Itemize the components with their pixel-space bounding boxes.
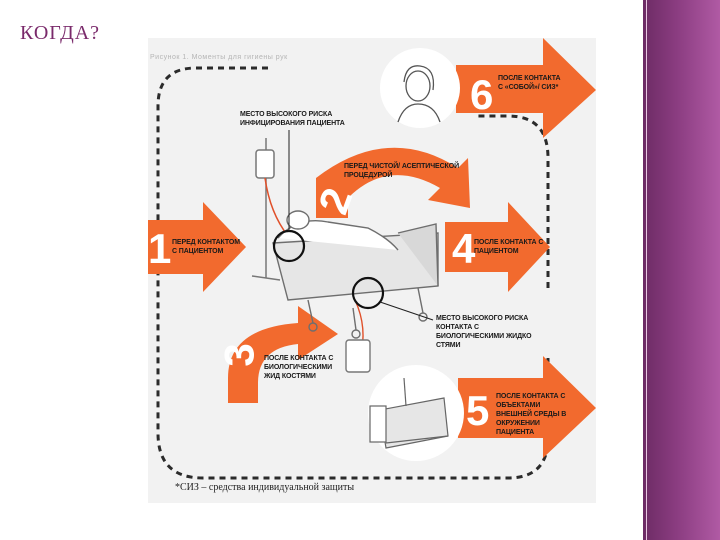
dashed-loop-path: [156, 66, 550, 480]
moment-6-number: 6: [470, 71, 494, 118]
hand-hygiene-diagram: 6 1 4 5 2 3 ПОСЛЕ КОНТАКТА С «СОБОЙ»/ СИ…: [148, 38, 596, 503]
moment-1-number: 1: [148, 225, 172, 272]
diagram-graphics: [148, 38, 596, 480]
arrow-moment-5: [458, 356, 596, 458]
figure-label: Рисунок 1. Моменты для гигиены рук: [150, 54, 288, 61]
moment-3-number: 3: [215, 343, 263, 367]
moment-5-label: ПОСЛЕ КОНТАКТА С ОБЪЕКТАМИ ВНЕШНЕЙ СРЕДЫ…: [496, 393, 567, 436]
moment-1-label: ПЕРЕД КОНТАКТОМ С ПАЦИЕНТОМ: [172, 239, 240, 255]
moment-2-label: ПЕРЕД ЧИСТОЙ/ АСЕПТИЧЕСКОЙ ПРОЦЕДУРОЙ: [344, 163, 460, 179]
nurse-portrait: [380, 48, 460, 128]
arrow-moment-6: [456, 38, 596, 138]
moment-3-label: ПОСЛЕ КОНТАКТА С БИОЛОГИЧЕСКИМИ ЖИД КОСТ…: [264, 355, 334, 380]
moment-6-label: ПОСЛЕ КОНТАКТА С «СОБОЙ»/ СИЗ*: [498, 75, 561, 91]
risk-circle-fluids: [351, 276, 385, 310]
decorative-side-band: [640, 0, 720, 540]
moment-4-label: ПОСЛЕ КОНТАКТА С ПАЦИЕНТОМ: [474, 239, 544, 255]
iv-stand-illustration: [251, 138, 289, 281]
slide-title: КОГДА?: [20, 22, 101, 44]
arrow-moment-2: [316, 147, 470, 218]
risk-label-infection: МЕСТО ВЫСОКОГО РИСКА ИНФИЦИРОВАНИЯ ПАЦИЕ…: [240, 111, 345, 127]
arrow-moment-1: [148, 202, 246, 292]
arrow-moment-4: [445, 202, 550, 292]
risk-pointer-fluids: [379, 301, 434, 321]
moment-4-number: 4: [452, 225, 476, 272]
moment-5-number: 5: [466, 387, 490, 434]
environment-illustration: [368, 365, 464, 461]
hospital-bed-illustration: [272, 210, 439, 373]
footnote-caption: *СИЗ – средства индивидуальной защиты: [175, 482, 355, 493]
risk-label-fluids: МЕСТО ВЫСОКОГО РИСКА КОНТАКТА С БИОЛОГИЧ…: [436, 315, 532, 349]
